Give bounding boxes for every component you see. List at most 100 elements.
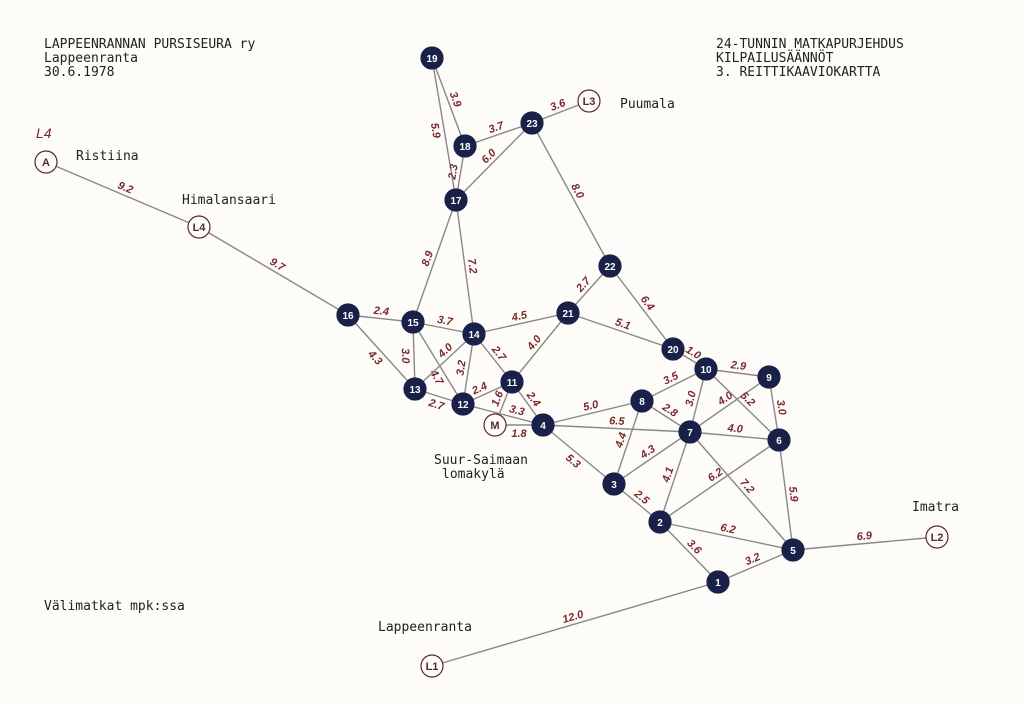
node-20: [661, 337, 685, 361]
distance-label: 2.7: [574, 274, 594, 295]
distance-label: 5.1: [614, 316, 632, 332]
distance-label: 6.5: [609, 415, 626, 428]
date: 30.6.1978: [44, 65, 115, 80]
place-ristiina: Ristiina: [76, 149, 139, 164]
node-label: A: [42, 157, 50, 169]
distance-label: 3.0: [774, 399, 788, 417]
route-edge-19-17: [431, 57, 457, 201]
route-edge-A-L4: [45, 161, 200, 228]
route-edge-2-1: [659, 521, 719, 583]
handwritten-l4: L4: [36, 125, 52, 141]
distance-label: 1.6: [489, 389, 506, 408]
distance-label: 8.9: [420, 249, 437, 268]
distance-label: 5.9: [428, 122, 443, 140]
node-label: 2: [657, 518, 663, 529]
distance-label: 8.0: [568, 182, 586, 202]
route-edge-22-20: [609, 265, 674, 350]
distance-label: 2.7: [426, 397, 446, 414]
node-10: [694, 357, 718, 381]
node-22: [598, 254, 622, 278]
route-edge-17-14: [455, 199, 475, 335]
node-2: [648, 510, 672, 534]
node-label: 12: [457, 400, 469, 411]
distance-label: 3.7: [487, 119, 506, 136]
node-14: [462, 322, 486, 346]
route-edge-2-5: [659, 521, 794, 551]
route-edge-5-L2: [792, 536, 938, 551]
distance-label: 9.7: [267, 256, 287, 275]
route-edge-4-3: [542, 424, 615, 485]
route-edge-14-21: [473, 312, 569, 335]
node-label: 1: [715, 578, 721, 589]
distance-label: 3.9: [447, 90, 464, 109]
node-3: [602, 472, 626, 496]
route-edge-16-13: [347, 314, 416, 390]
distance-label: 5.2: [738, 390, 757, 409]
route-edge-8-3: [613, 400, 643, 485]
node-label: 6: [776, 436, 782, 447]
node-label: L2: [931, 532, 944, 544]
place-line: Suur-Saimaan: [434, 453, 528, 468]
node-8: [630, 389, 654, 413]
node-1: [706, 570, 730, 594]
distance-label: 3.3: [508, 403, 526, 418]
node-label: L1: [426, 661, 439, 673]
distance-label: 2.4: [523, 389, 542, 409]
route-edge-11-21: [511, 312, 569, 383]
distance-label: 4.4: [613, 431, 630, 450]
distance-label: 2.7: [488, 343, 508, 364]
route-edge-23-22: [531, 122, 611, 267]
distance-label: 4.3: [638, 443, 658, 462]
distance-label: 3.2: [454, 359, 468, 376]
place-line: lomakylä: [442, 467, 505, 482]
place-imatra: Imatra: [912, 500, 959, 515]
distance-label: 3.2: [743, 551, 762, 568]
node-label: 14: [468, 330, 480, 341]
distance-label: 3.6: [549, 97, 568, 114]
route-edge-1-5: [717, 549, 794, 583]
node-L1: [420, 654, 444, 678]
route-edge-7-2: [659, 431, 691, 523]
node-label: 7: [687, 428, 693, 439]
route-edge-14-13: [414, 333, 475, 390]
event-title: 24-TUNNIN MATKAPURJEHDUS: [716, 37, 904, 52]
node-5: [781, 538, 805, 562]
route-edge-8-10: [641, 368, 707, 402]
distance-label: 2.4: [469, 380, 489, 398]
node-M: [483, 413, 507, 437]
distance-label: 3.0: [399, 348, 411, 365]
distance-label: 4.0: [715, 389, 736, 409]
distance-label: 1.8: [511, 428, 527, 440]
node-label: M: [490, 420, 499, 432]
node-label: 3: [611, 480, 617, 491]
route-edge-6-5: [778, 439, 794, 551]
node-label: 11: [507, 378, 518, 389]
rules-title: KILPAILUSÄÄNNÖT: [716, 51, 834, 66]
distance-label: 2.8: [659, 401, 680, 420]
route-edge-15-12: [412, 321, 464, 405]
distance-label: 12.0: [561, 608, 586, 626]
node-label: 5: [790, 546, 796, 557]
route-edge-7-3: [613, 431, 691, 485]
route-edge-10-6: [705, 368, 780, 441]
node-4: [531, 413, 555, 437]
node-17: [444, 188, 468, 212]
node-9: [757, 365, 781, 389]
node-L4: [187, 215, 211, 239]
route-edge-L4-16: [198, 226, 349, 316]
node-label: L4: [193, 222, 207, 234]
route-edge-7-5: [689, 431, 794, 551]
node-label: 8: [639, 397, 645, 408]
distance-label: 2.3: [446, 163, 461, 181]
distance-label: 3.7: [436, 314, 454, 329]
node-A: [34, 150, 58, 174]
footnote: Välimatkat mpk:ssa: [44, 599, 185, 614]
distance-label: 4.0: [524, 333, 544, 354]
node-label: 22: [604, 262, 616, 273]
place-himalansaari: Himalansaari: [182, 193, 276, 208]
distance-label: 2.9: [729, 359, 748, 373]
route-edge-18-23: [464, 122, 533, 147]
